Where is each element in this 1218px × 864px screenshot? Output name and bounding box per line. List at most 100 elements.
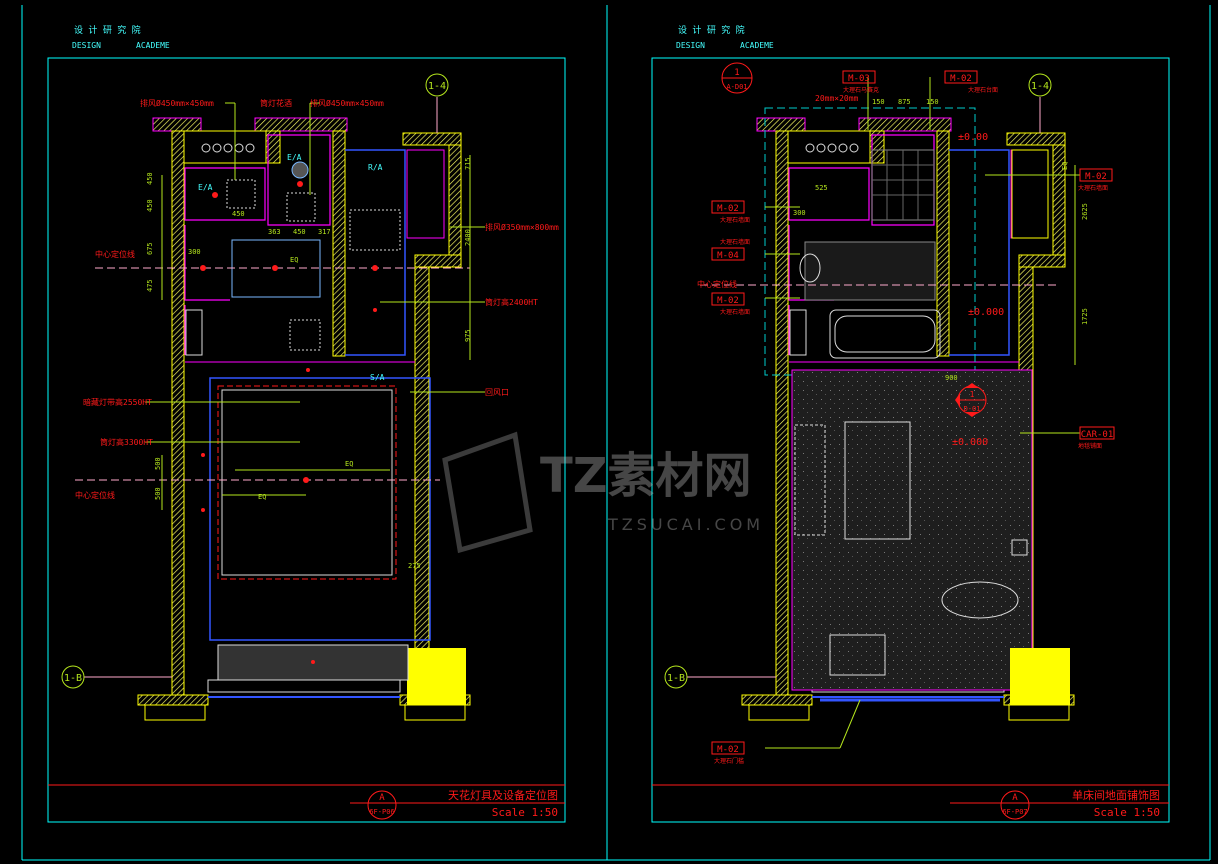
wardrobe: [1011, 149, 1049, 239]
svg-text:M-02: M-02: [717, 296, 739, 306]
svg-text:大理石墙面: 大理石墙面: [1078, 184, 1108, 192]
svg-text:1-4: 1-4: [428, 81, 446, 92]
svg-text:M-04: M-04: [717, 251, 739, 261]
dim: 975: [464, 329, 472, 342]
dim: 150: [872, 98, 885, 106]
center-line-label: 中心定位线: [75, 490, 115, 500]
axis-marker-top: 1-4: [425, 73, 449, 133]
shower-light-label: 筒灯花酒: [260, 98, 292, 108]
bathtub-icon: [829, 309, 941, 359]
exhaust-air-label: E/A: [198, 183, 213, 192]
cove-light-label: 暗藏灯带高2550HT: [83, 397, 152, 407]
dim: 2400: [464, 229, 472, 246]
dim: 715: [464, 157, 472, 170]
svg-text:CAR-01: CAR-01: [1081, 430, 1114, 440]
axis-marker-left: 1-B: [664, 665, 776, 689]
bed-icon: [844, 421, 911, 540]
dim: 150: [926, 98, 939, 106]
svg-text:大理石马赛克: 大理石马赛克: [843, 86, 879, 94]
downlight-icons: [200, 181, 378, 664]
org-en-2: ACADEME: [740, 41, 774, 50]
dim: EQ: [258, 493, 266, 501]
center-line-label: 中心定位线: [95, 249, 135, 259]
dim: 875: [898, 98, 911, 106]
svg-text:1-4: 1-4: [1031, 81, 1049, 92]
outer-frame: [21, 5, 1211, 861]
org-en-2: ACADEME: [136, 41, 170, 50]
svg-text:1-B: 1-B: [667, 673, 685, 684]
marble-vanity: [804, 241, 936, 301]
svg-text:1: 1: [970, 390, 975, 399]
dim: 275: [408, 562, 421, 570]
svg-text:6F-P06: 6F-P06: [369, 808, 394, 816]
ceiling-recess: [221, 389, 393, 576]
sheet-title: 单床间地面铺饰图: [1072, 788, 1160, 802]
dim: 675: [146, 242, 154, 255]
dim: 317: [318, 228, 331, 236]
left-sheet-border: [47, 57, 566, 823]
right-sheet-border: [651, 57, 1170, 823]
left-ceiling-plan: 450 450 675 475 715 2400 975 500 500 275…: [61, 73, 559, 721]
shower-light-icon: [291, 161, 309, 179]
dim: 525: [815, 184, 828, 192]
dim: EQ: [1061, 162, 1069, 170]
dim: 900: [945, 374, 958, 382]
downlight-height-label: 筒灯高3300HT: [100, 437, 153, 447]
axis-marker-left: 1-B: [61, 665, 172, 689]
org-cn: 设 计 研 究 院: [678, 24, 745, 36]
svg-text:D-01: D-01: [964, 405, 981, 413]
dim: 2625: [1081, 203, 1089, 220]
svg-text:M-02: M-02: [717, 745, 739, 755]
left-header: 设 计 研 究 院 DESIGN ACADEME: [72, 24, 170, 50]
exhaust-label: 排风Ø350mm×800mm: [485, 222, 559, 232]
dim: 500: [154, 457, 162, 470]
material-tag: CAR-01 地毯铺面: [1078, 426, 1115, 450]
detail-marker: 1 D-01: [955, 383, 987, 417]
section-marker: 1 A-D01: [721, 62, 753, 94]
exhaust-label: 排风Ø450mm×450mm: [140, 98, 214, 108]
org-en-1: DESIGN: [676, 41, 705, 50]
right-header: 设 计 研 究 院 DESIGN ACADEME: [676, 24, 774, 50]
dim: 450: [293, 228, 306, 236]
mosaic-size-label: 20mm×20mm: [815, 94, 859, 103]
section-outline: [764, 107, 976, 376]
svg-text:A: A: [379, 793, 385, 803]
svg-text:TZSUCAI.COM: TZSUCAI.COM: [607, 515, 764, 534]
level-mark: ±0.00: [958, 132, 988, 143]
carpet-area: [791, 369, 1033, 691]
svg-text:A-D01: A-D01: [726, 83, 747, 91]
level-mark: ±0.000: [968, 307, 1004, 318]
return-air-label: R/A: [368, 163, 383, 172]
svg-text:6F-P07: 6F-P07: [1002, 808, 1027, 816]
exhaust-label: 排风Ø450mm×450mm: [310, 98, 384, 108]
ceiling-cove: [209, 377, 431, 641]
sheet-scale: Scale 1:50: [492, 806, 558, 819]
svg-text:A: A: [1012, 793, 1018, 803]
watermark: TZ素材网 TZSUCAI.COM: [442, 431, 764, 554]
dim: 450: [146, 199, 154, 212]
right-floor-plan: 150 875 150 525 300 2625 1725 900 EQ 20m…: [664, 62, 1115, 765]
sheet-scale: Scale 1:50: [1094, 806, 1160, 819]
center-line-label: 中心定位线: [697, 279, 737, 289]
svg-text:地毯铺面: 地毯铺面: [1078, 442, 1102, 450]
dim: EQ: [345, 460, 353, 468]
dim: 363: [268, 228, 281, 236]
svg-text:1-B: 1-B: [64, 673, 82, 684]
svg-text:TZ素材网: TZ素材网: [540, 448, 752, 504]
exhaust-air-label: E/A: [287, 153, 302, 162]
dim: 475: [146, 279, 154, 292]
svg-text:1: 1: [734, 68, 739, 78]
org-cn: 设 计 研 究 院: [74, 24, 141, 36]
svg-text:大理石墙面: 大理石墙面: [720, 216, 750, 224]
return-air-vent-label: 回风口: [485, 388, 509, 397]
svg-text:M-03: M-03: [848, 74, 870, 84]
axis-marker-top: 1-4: [1028, 73, 1052, 133]
dim: 1725: [1081, 308, 1089, 325]
